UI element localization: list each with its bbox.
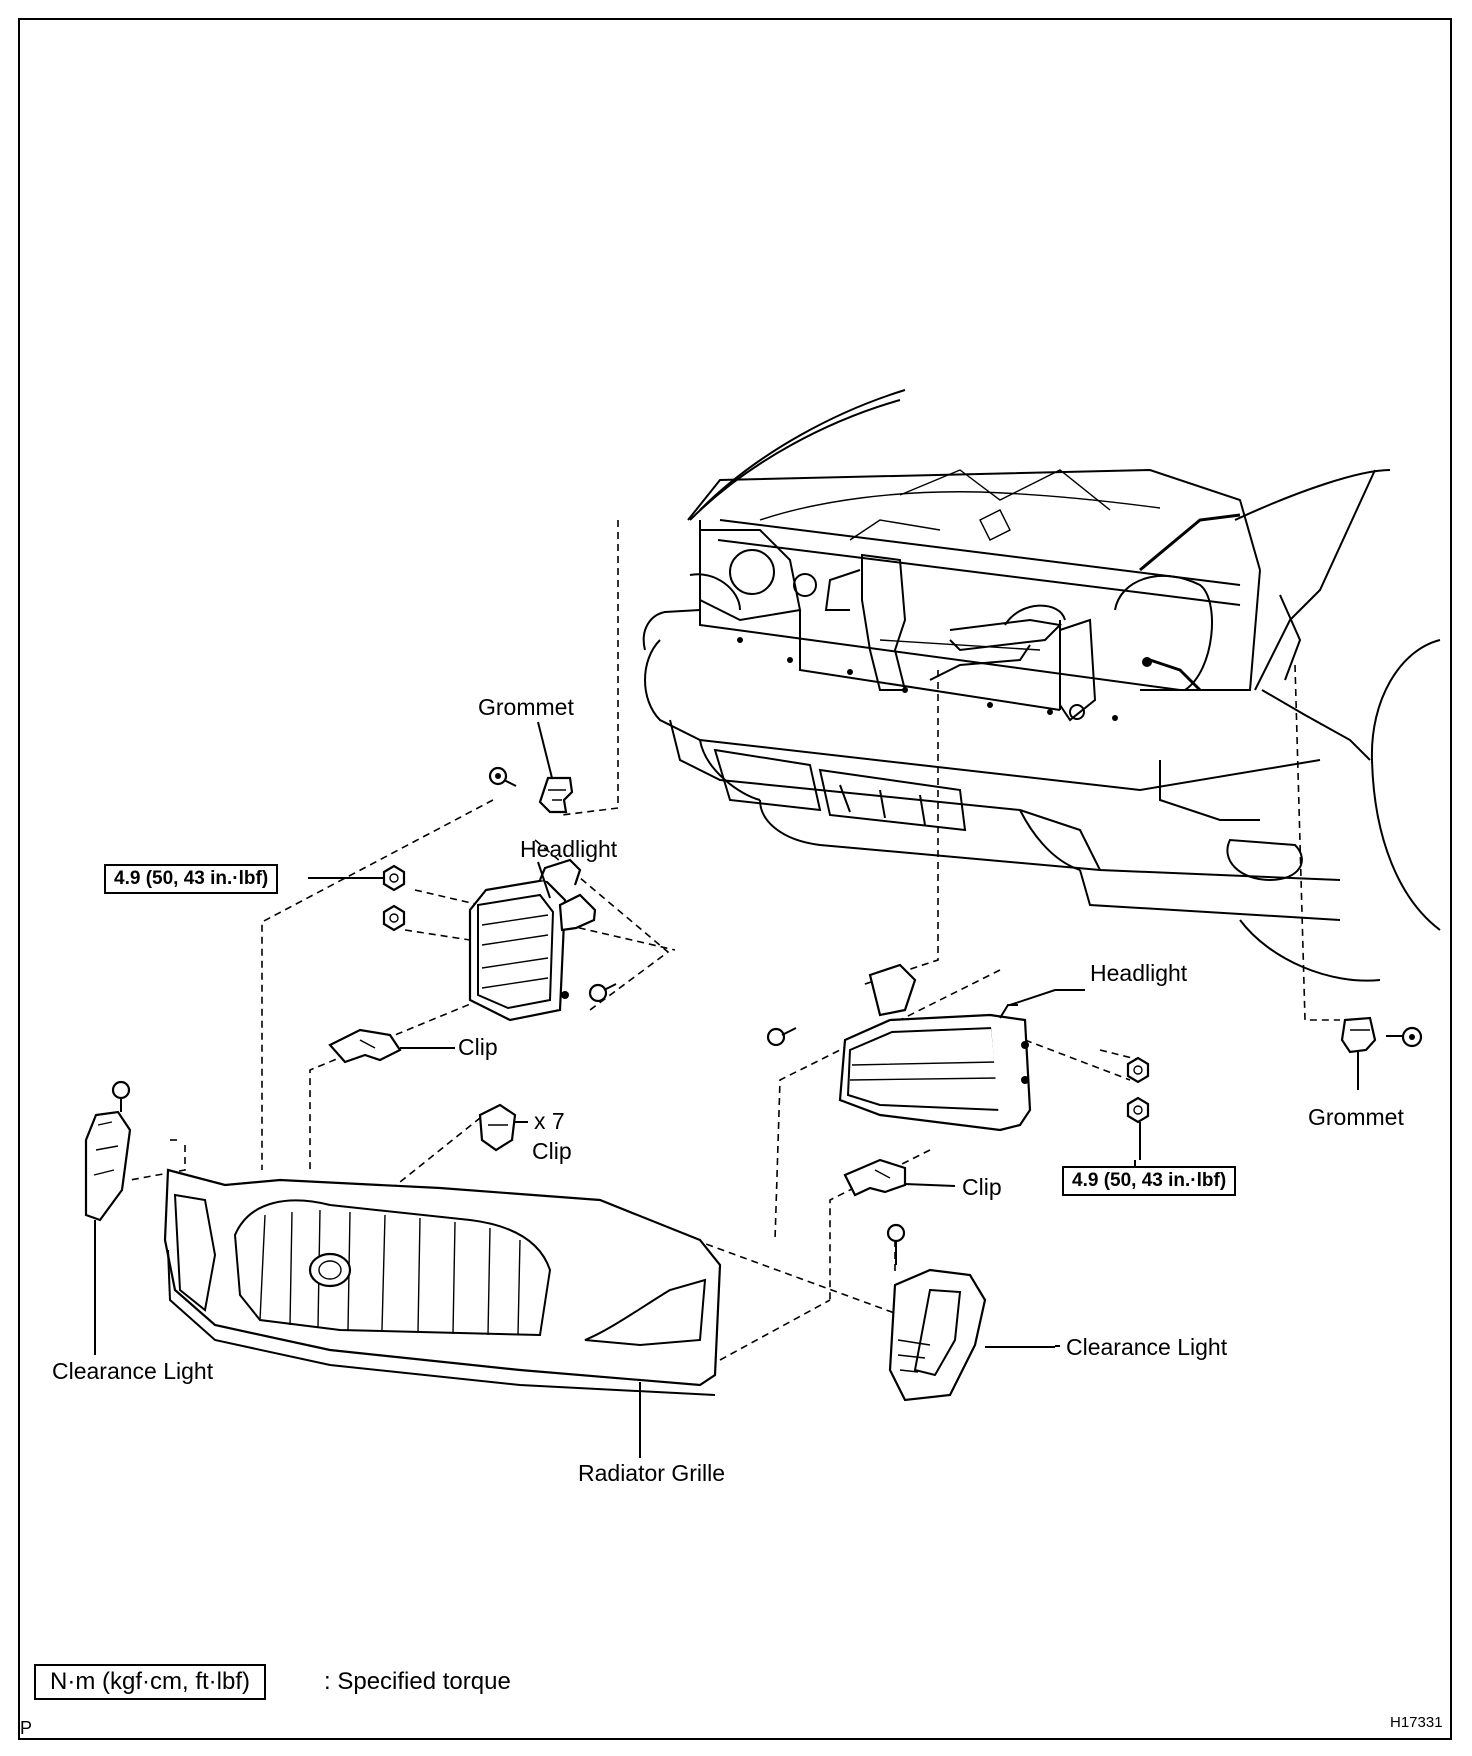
bolt-left-top[interactable] (488, 766, 517, 787)
label-headlight-right: Headlight (1090, 960, 1188, 986)
legend-meaning: : Specified torque (324, 1668, 511, 1695)
clearance-light-right-part[interactable] (886, 1223, 1055, 1402)
label-grommet-right: Grommet (1308, 1104, 1404, 1130)
clip-multi-part[interactable] (478, 1103, 528, 1152)
clearance-light-left-part[interactable] (84, 1080, 132, 1355)
nut-right-lower[interactable] (1126, 1096, 1150, 1160)
vehicle-front-body (642, 389, 1441, 982)
headlight-left-part[interactable] (468, 858, 597, 1022)
label-clearance-light-left: Clearance Light (52, 1358, 214, 1384)
label-clip-multi: Clip (532, 1138, 572, 1164)
leader-lines (308, 721, 1136, 1347)
label-clearance-light-right: Clearance Light (1066, 1334, 1228, 1360)
label-clip-left: Clip (458, 1034, 498, 1060)
nut-left-lower[interactable] (382, 904, 406, 932)
label-clip-multi-count: x 7 (534, 1108, 565, 1134)
corner-mark: P (20, 1718, 33, 1738)
torque-spec-right: 4.9 (50, 43 in.·lbf) (1062, 1166, 1237, 1196)
diagram-frame (18, 18, 1452, 1740)
label-headlight-left: Headlight (520, 836, 618, 862)
figure-id: H17331 (1390, 1714, 1443, 1731)
nut-left-upper[interactable] (382, 864, 406, 892)
headlight-right-part[interactable] (838, 963, 1085, 1132)
torque-spec-left: 4.9 (50, 43 in.·lbf) (104, 864, 279, 894)
grommet-left-part[interactable] (538, 776, 574, 814)
bolt-left-side[interactable] (588, 983, 617, 1003)
label-grommet-left: Grommet (478, 694, 574, 720)
clip-left-part[interactable] (328, 1028, 455, 1064)
label-clip-right: Clip (962, 1174, 1002, 1200)
clip-right-part[interactable] (843, 1158, 956, 1197)
label-radiator-grille: Radiator Grille (578, 1460, 725, 1486)
grommet-right-part[interactable] (1340, 1016, 1377, 1090)
bolt-right-grommet[interactable] (1386, 1026, 1423, 1048)
nut-right-upper[interactable] (1126, 1056, 1150, 1084)
bolt-right-side[interactable] (766, 1027, 797, 1047)
legend-unit-box: N·m (kgf·cm, ft·lbf) (34, 1664, 266, 1700)
radiator-grille-part[interactable] (163, 1168, 722, 1458)
